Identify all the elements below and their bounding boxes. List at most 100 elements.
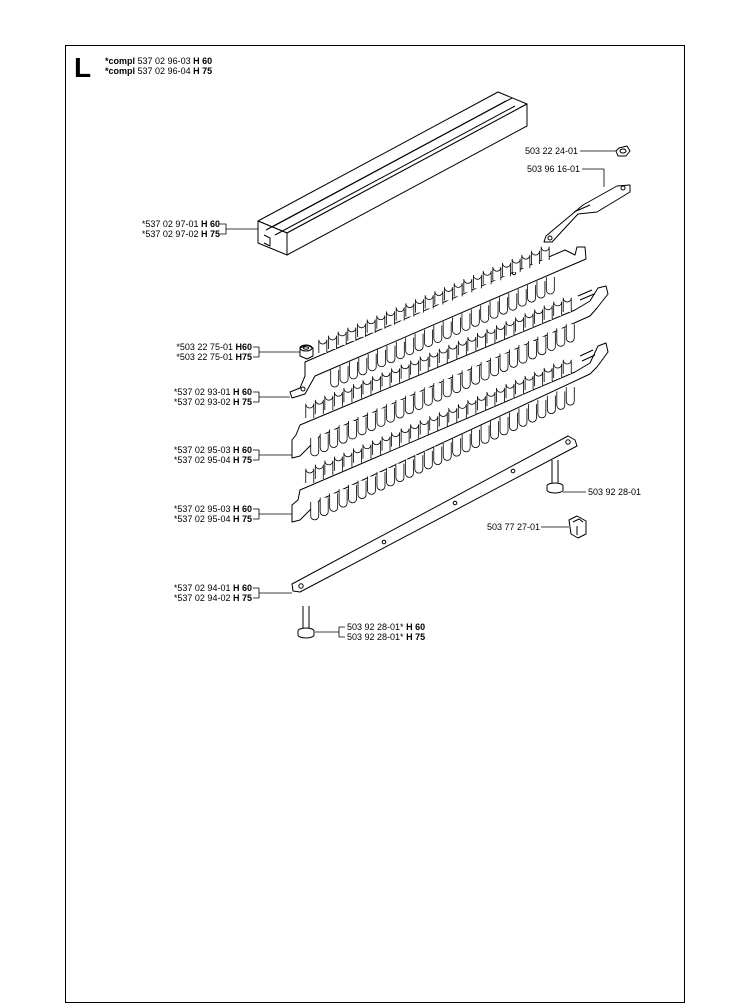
label-screw-right: 503 92 28-01 bbox=[588, 487, 642, 497]
blade-tooth bbox=[490, 357, 499, 377]
blade-tooth bbox=[444, 287, 453, 301]
blade-tooth bbox=[477, 395, 486, 411]
blade-tooth bbox=[438, 412, 448, 427]
blade-tooth bbox=[419, 420, 429, 435]
blade-tooth bbox=[553, 363, 563, 379]
blade-tooth bbox=[463, 278, 473, 293]
blade-tooth bbox=[546, 395, 556, 415]
blade-tooth bbox=[414, 391, 424, 410]
blade-tooth bbox=[448, 408, 458, 423]
blade-tooth bbox=[433, 446, 443, 466]
blade-tooth bbox=[310, 437, 320, 457]
blade-tooth bbox=[310, 501, 320, 521]
blade-tooth bbox=[381, 372, 391, 387]
blade-tooth bbox=[461, 433, 471, 453]
blade-tooth bbox=[405, 337, 415, 356]
blade-tooth bbox=[546, 332, 556, 351]
blade-tooth bbox=[490, 421, 499, 440]
blade-tooth bbox=[505, 383, 515, 399]
blade-tooth bbox=[536, 281, 546, 299]
blade-tooth bbox=[358, 357, 368, 376]
blade-tooth bbox=[377, 349, 386, 368]
blade-tooth bbox=[324, 395, 334, 411]
blade-tooth bbox=[349, 361, 358, 380]
blade-tooth bbox=[376, 472, 386, 491]
blade-tooth bbox=[534, 371, 544, 387]
blade-tooth bbox=[338, 489, 348, 508]
blade-tooth bbox=[333, 391, 343, 407]
blade-tooth bbox=[347, 327, 357, 341]
nut-left-part bbox=[299, 344, 314, 360]
label-nut-left: *503 22 75-01 H60*503 22 75-01 H75 bbox=[176, 342, 252, 362]
blade-b-part bbox=[291, 342, 609, 523]
blade-tooth bbox=[442, 321, 452, 339]
diagram-frame bbox=[65, 45, 685, 1003]
blade-tooth bbox=[471, 429, 481, 449]
blade-tooth bbox=[505, 321, 515, 336]
blade-tooth bbox=[434, 291, 444, 305]
blade-tooth bbox=[461, 370, 471, 389]
blade-tooth bbox=[395, 341, 405, 360]
label-blade-a: *537 02 95-03 H 60*537 02 95-04 H 75 bbox=[173, 445, 252, 465]
blade-tooth bbox=[415, 299, 424, 313]
label-upper-blade: *537 02 93-01 H 60*537 02 93-02 H 75 bbox=[173, 387, 252, 407]
blade-tooth bbox=[391, 368, 400, 383]
blade-tooth bbox=[480, 362, 490, 381]
blade-tooth bbox=[515, 317, 524, 332]
blade-tooth bbox=[461, 313, 471, 331]
blade-tooth bbox=[509, 349, 518, 368]
blade-tooth bbox=[517, 289, 527, 307]
blade-tooth bbox=[438, 348, 448, 364]
blade-tooth bbox=[556, 328, 566, 347]
blade-tooth bbox=[386, 404, 395, 423]
blade-tooth bbox=[562, 297, 572, 312]
blade-tooth bbox=[453, 282, 463, 297]
blade-tooth bbox=[499, 353, 509, 372]
blade-tooth bbox=[565, 387, 575, 406]
blade-tooth bbox=[502, 262, 511, 277]
blade-tooth bbox=[348, 421, 357, 440]
blade-tooth bbox=[515, 379, 524, 395]
blade-tooth bbox=[537, 336, 547, 356]
link-arm-part bbox=[543, 184, 631, 243]
blade-tooth bbox=[404, 395, 414, 415]
label-link-arm: 503 96 16-01 bbox=[526, 164, 580, 174]
blade-tooth bbox=[543, 305, 553, 320]
blade-tooth bbox=[429, 352, 439, 367]
blade-tooth bbox=[367, 412, 376, 431]
blade-tooth bbox=[314, 399, 324, 415]
blade-tooth bbox=[499, 416, 509, 436]
blade-tooth bbox=[486, 391, 496, 407]
blade-tooth bbox=[471, 366, 481, 385]
blade-tooth bbox=[353, 448, 362, 463]
blade-teeth bbox=[305, 246, 575, 521]
blade-tooth bbox=[480, 305, 490, 323]
blade-tooth bbox=[357, 480, 367, 500]
blade-tooth bbox=[442, 442, 452, 461]
blade-tooth bbox=[329, 493, 339, 512]
blade-tooth bbox=[357, 416, 367, 436]
blade-tooth bbox=[496, 387, 505, 403]
blade-tooth bbox=[414, 455, 424, 474]
section-letter: L bbox=[74, 52, 92, 83]
nut-top-part bbox=[615, 145, 631, 157]
blade-tooth bbox=[543, 367, 553, 383]
blade-tooth bbox=[433, 383, 443, 402]
blade-tooth bbox=[452, 317, 461, 335]
blade-tooth bbox=[545, 277, 555, 295]
blade-tooth bbox=[372, 376, 381, 391]
blade-tooth bbox=[339, 365, 349, 384]
label-clip: 503 77 27-01 bbox=[486, 522, 540, 532]
blade-tooth bbox=[492, 266, 502, 281]
blade-tooth bbox=[429, 416, 439, 431]
blade-tooth bbox=[524, 313, 534, 328]
blade-tooth bbox=[348, 484, 357, 504]
blade-tooth bbox=[521, 254, 531, 269]
blade-tooth bbox=[518, 345, 528, 364]
blade-tooth bbox=[376, 315, 386, 329]
blade-tooth bbox=[414, 333, 424, 351]
blade-tooth bbox=[353, 383, 362, 399]
blade-tooth bbox=[386, 311, 395, 325]
blade-tooth bbox=[496, 325, 505, 340]
